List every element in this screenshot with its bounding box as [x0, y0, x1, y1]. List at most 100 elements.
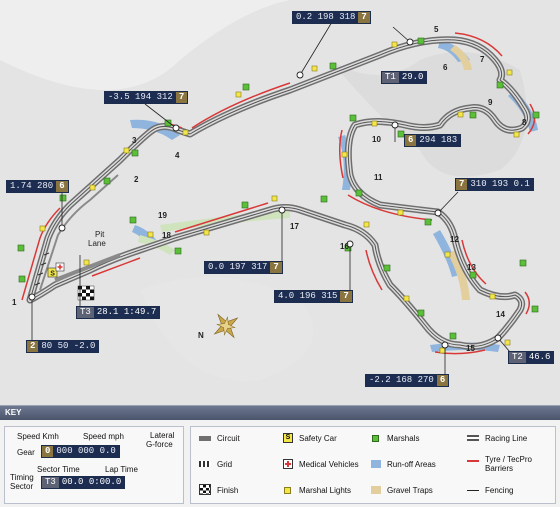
key-marshal-lights: Marshal Lights — [299, 486, 352, 495]
sector-and-lap-time: 28.1 1:49.7 — [93, 307, 160, 318]
key-sector: Sector — [10, 482, 34, 491]
sector-time-box: T3 28.1 1:49.7 — [76, 306, 161, 319]
telemetry-values: -3.5 194 312 — [105, 92, 176, 103]
turn-label: 5 — [434, 25, 439, 34]
gear-badge: 6 — [56, 181, 68, 192]
telemetry-box: -2.2 168 270 6 — [365, 374, 450, 387]
sector-tag: T3 — [77, 307, 94, 318]
key-speed-mph: Speed mph — [83, 432, 124, 441]
key-sample-gear: 0 — [42, 446, 54, 457]
key-timing: Timing — [10, 473, 34, 482]
turn-label: 7 — [480, 55, 485, 64]
fencing-swatch-icon — [467, 490, 479, 491]
turn-label: 17 — [290, 222, 299, 231]
telemetry-values: 0.2 198 318 — [293, 12, 359, 23]
key-symbol-legend: Circuit Grid Finish S Safety Car Medical… — [190, 426, 556, 504]
key-sector-time: Sector Time — [37, 465, 80, 474]
sector-time-box: T1 29.0 — [381, 71, 428, 84]
safety-car-swatch-icon: S — [283, 433, 293, 443]
gear-badge: 7 — [340, 291, 352, 302]
safety-car-icon: S — [47, 267, 58, 278]
key-safety-car: Safety Car — [299, 434, 337, 443]
key-gforce: G-force — [146, 440, 173, 449]
gear-badge: 2 — [27, 341, 39, 352]
pit-lane-label-2: Lane — [88, 239, 106, 248]
key-lateral: Lateral — [150, 431, 175, 440]
racing-line — [29, 39, 528, 347]
gravel-swatch-icon — [371, 486, 381, 494]
key-finish: Finish — [217, 486, 239, 495]
telemetry-values: 310 193 0.1 — [467, 179, 533, 190]
grid-marks — [34, 252, 50, 286]
marshal-posts — [17, 37, 540, 340]
grid-swatch-icon — [199, 461, 211, 467]
sector-tag: T1 — [382, 72, 399, 83]
key-sample-telemetry: 0 000 000 0.0 — [41, 445, 120, 458]
turn-label: 2 — [134, 175, 139, 184]
key-speed-kmh: Speed Kmh — [17, 432, 59, 441]
racing-line-swatch-icon — [467, 435, 479, 441]
gear-badge: 7 — [456, 179, 468, 190]
pit-lane-label-1: Pit — [95, 230, 105, 239]
key-telemetry-legend: Speed Kmh Speed mph Lateral G-force Gear… — [4, 426, 184, 504]
turn-label: 12 — [450, 235, 459, 244]
svg-text:S: S — [50, 271, 55, 278]
key-lap-time: Lap Time — [105, 465, 138, 474]
key-sample-values: 000 000 0.0 — [53, 446, 119, 457]
compass-rose-icon — [213, 313, 239, 339]
circuit-swatch-icon — [199, 436, 211, 441]
telemetry-values: 294 183 — [416, 135, 461, 146]
telemetry-values: 4.0 196 315 — [275, 291, 341, 302]
key-grid: Grid — [217, 460, 233, 469]
key-sample-tag: T3 — [42, 477, 59, 488]
gear-badge: 7 — [270, 262, 282, 273]
gear-badge: 6 — [436, 375, 449, 386]
turn-label: 6 — [443, 63, 448, 72]
legend-key: KEY Speed Kmh Speed mph Lateral G-force … — [0, 405, 560, 507]
sector-time-box: T2 46.6 — [508, 351, 555, 364]
gear-badge: 7 — [175, 92, 188, 103]
key-circuit: Circuit — [217, 434, 240, 443]
key-gravel: Gravel Traps — [387, 486, 433, 495]
telemetry-values: 0.0 197 317 — [205, 262, 271, 273]
pit-building — [54, 253, 121, 282]
telemetry-box: 6 294 183 — [404, 134, 462, 147]
turn-label: 10 — [372, 135, 381, 144]
gravel-trap — [450, 45, 472, 70]
track-map: S — [6, 11, 555, 387]
marshals-swatch-icon — [372, 435, 379, 442]
compass-north-label: N — [198, 331, 204, 340]
turn-label: 18 — [162, 231, 171, 240]
turn-label: 3 — [132, 136, 137, 145]
telemetry-values: 1.74 280 — [7, 181, 57, 192]
gravel-trap — [448, 250, 470, 300]
terrain-shading-2 — [330, 52, 527, 177]
key-runoff: Run-off Areas — [387, 460, 436, 469]
sector-time: 29.0 — [398, 72, 427, 83]
key-sample-sector: T3 00.0 0:00.0 — [41, 476, 126, 489]
turn-label: 14 — [496, 310, 505, 319]
telemetry-box: 1.74 280 6 — [6, 180, 69, 193]
telemetry-box: 0.0 197 317 7 — [204, 261, 283, 274]
gear-badge: 7 — [358, 12, 370, 23]
key-sample-times: 00.0 0:00.0 — [58, 477, 125, 488]
telemetry-box: 7 310 193 0.1 — [455, 178, 534, 191]
turn-label: 8 — [522, 118, 527, 127]
key-gear: Gear — [17, 448, 35, 457]
turn-label: 11 — [374, 173, 383, 182]
turn-label: 9 — [488, 98, 493, 107]
telemetry-box: 4.0 196 315 7 — [274, 290, 353, 303]
telemetry-values: -2.2 168 270 — [366, 375, 437, 386]
turn-label: 13 — [467, 263, 476, 272]
runoff-swatch-icon — [371, 460, 381, 468]
finish-swatch-icon — [199, 484, 211, 495]
key-barriers: Tyre / TecPro Barriers — [485, 455, 532, 473]
turn-label: 1 — [12, 298, 17, 307]
callout-dots — [28, 38, 502, 349]
marshal-lights — [39, 41, 520, 354]
gear-badge: 6 — [405, 135, 417, 146]
medical-vehicle-icon — [55, 262, 65, 272]
telemetry-box: -3.5 194 312 7 — [104, 91, 189, 104]
pit-lane — [39, 174, 119, 291]
